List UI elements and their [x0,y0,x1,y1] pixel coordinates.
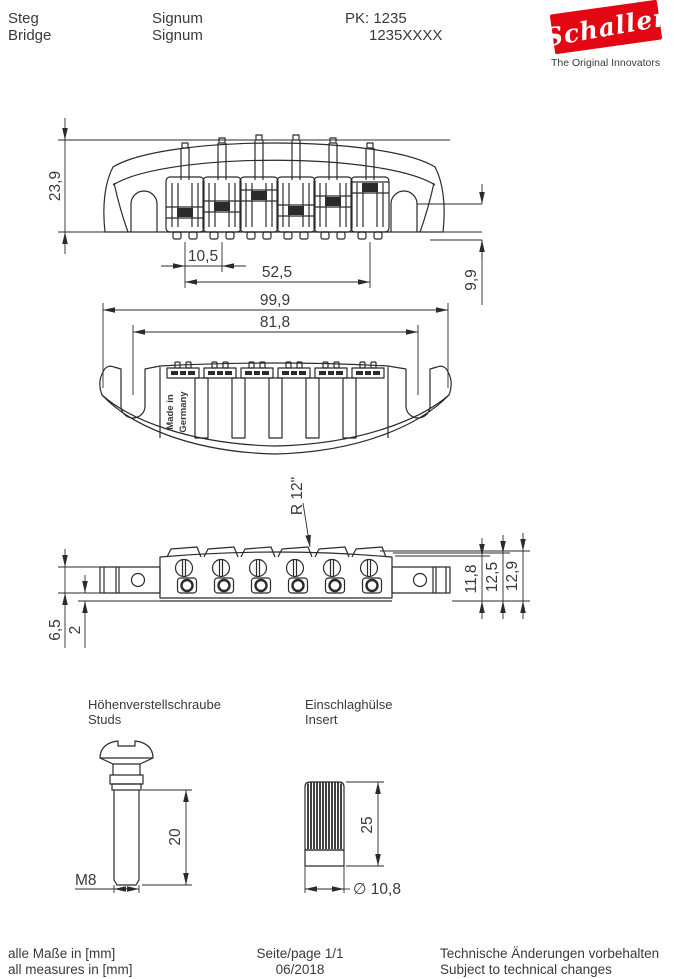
footer-notice-en: Subject to technical changes [440,961,612,977]
dim-string-spacing: 10,5 [161,242,246,288]
model-de: Signum [152,10,203,27]
dim-radius-value: R 12" [289,477,306,515]
bottom-chamfer-line [101,394,450,447]
dim-thread-length-value: 20 [167,828,184,846]
footer-date: 06/2018 [275,961,325,977]
footer-units: alle Maße in [mm] all measures in [mm] [8,946,133,977]
top-view: 99,9 81,8 [99,292,452,455]
footer-page: Seite/page 1/1 06/2018 [230,946,370,977]
dim-insert-diameter-value: ∅ 10,8 [353,881,401,898]
bridge-body-outline [103,142,445,233]
string-posts [180,134,375,180]
insert-label: Einschlaghülse Insert [305,697,392,727]
model-en: Signum [152,27,203,44]
stud-collar [109,774,144,785]
knurl-hatching [307,782,342,849]
brand-tagline: The Original Innovators [551,57,661,69]
dim-insert-length-value: 25 [359,816,376,833]
stud-drawing: 20 M8 [75,740,192,893]
saddles-rear [165,176,390,233]
dim-e-to-e: 52,5 [185,242,371,288]
dim-step-value: 2 [67,626,84,635]
parts-drawing: 20 M8 [75,740,401,898]
stud-head [99,740,154,759]
footer-page-number: Seite/page 1/1 [256,946,344,961]
dim-heights-left: 6,5 2 [47,549,160,648]
pk-code: PK: 1235 [345,10,407,27]
dim-string-spacing-value: 10,5 [188,248,218,265]
side-view: R 12" [47,477,530,648]
mounting-arms [99,566,451,594]
stud-label-de: Höhenverstellschraube [88,697,221,712]
schaller-logo: Schaller [543,0,669,55]
footer-units-en: all measures in [mm] [8,961,133,977]
rear-view: 23,9 9,9 10,5 [47,118,485,305]
dim-total-height: 23,9 [47,118,482,254]
part-type: Steg Bridge [8,10,51,44]
dim-arm-height-value: 6,5 [47,619,64,641]
dim-height-mid-value: 12,5 [484,562,501,592]
insert-label-de: Einschlaghülse [305,697,393,712]
stud-hooks [113,182,435,233]
insert-label-en: Insert [305,712,338,727]
dim-hook-depth-value: 9,9 [463,269,480,291]
top-edge-arc [112,159,436,186]
model-name: Signum Signum [152,10,203,44]
brand-name: Schaller [542,1,670,53]
dim-insert-diameter: ∅ 10,8 [304,866,401,898]
dim-height-high-value: 12,9 [504,561,521,591]
part-type-en: Bridge [8,27,52,44]
dim-insert-length: 25 [346,781,384,867]
engraving-germany: Germany [178,391,189,433]
engraving-made-in: Made in [165,394,176,430]
dim-radius: R 12" [289,477,311,548]
mounting-feet [172,231,383,240]
part-type-de: Steg [8,10,39,27]
dim-total-height-value: 23,9 [47,171,64,201]
dim-hook-depth: 9,9 [417,184,485,305]
stud-head-underside [99,757,154,765]
intonation-slots [194,377,357,439]
dim-stud-spacing: 81,8 [132,314,419,395]
dim-overall-length-value: 99,9 [260,292,290,309]
footer-notice: Technische Änderungen vorbehalten Subjec… [440,946,659,977]
dim-e-to-e-value: 52,5 [262,264,292,281]
body-sides [159,567,393,599]
footer-notice-de: Technische Änderungen vorbehalten [440,946,660,961]
tailpiece-outline [99,362,452,455]
stud-shaft [113,790,140,886]
footer-units-de: alle Maße in [mm] [8,946,116,961]
dim-overall-length: 99,9 [102,292,449,388]
insert-knurled-body [304,781,345,851]
saddle-units-side [165,545,388,595]
dim-heights-right: 11,8 12,5 12,9 [380,533,530,619]
dim-stud-spacing-value: 81,8 [260,314,290,331]
dim-thread-value: M8 [75,872,97,889]
dim-height-low-value: 11,8 [463,564,480,593]
pk-number: 1235XXXX [369,27,443,44]
stud-label: Höhenverstellschraube Studs [88,697,221,727]
insert-collar [304,849,345,867]
dim-thread-length: 20 [142,789,192,886]
dim-thread: M8 [75,872,140,893]
insert-drawing: 25 ∅ 10,8 [304,781,401,898]
stud-label-en: Studs [88,712,122,727]
body-top-edge [159,551,393,567]
technical-drawing: 23,9 9,9 10,5 [47,118,530,648]
part-number: PK: 1235 1235XXXX [345,10,442,44]
